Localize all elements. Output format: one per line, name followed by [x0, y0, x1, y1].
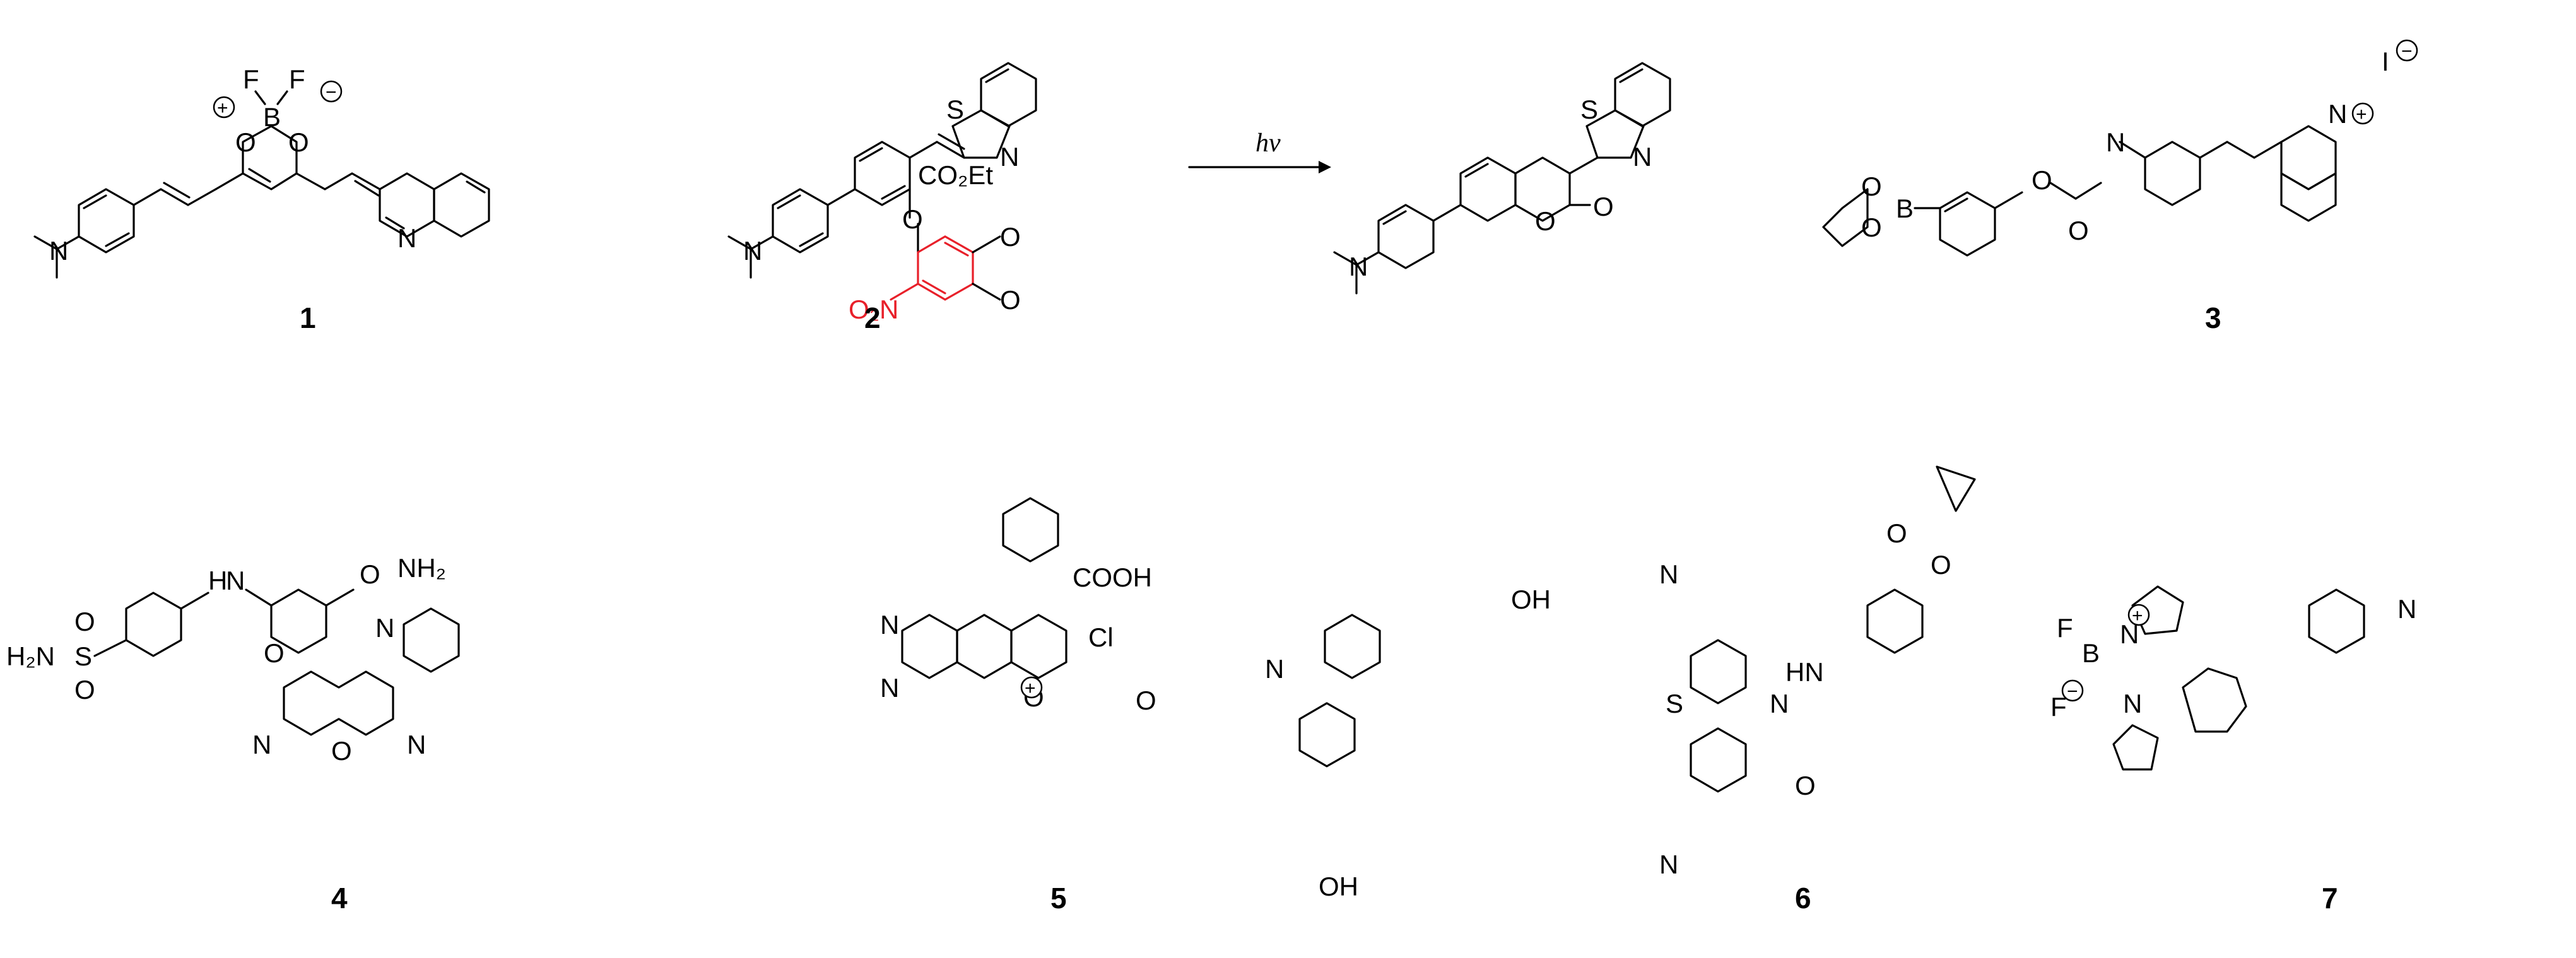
compound-6: N S N N O HN O O 6: [1659, 465, 1976, 914]
atom-n: N: [49, 236, 68, 266]
atom-n: N: [2397, 594, 2416, 624]
atom-n: N: [880, 673, 899, 703]
compound-2: N S N CO₂Et O O O O₂N 2: [727, 62, 1037, 334]
compound-4: H₂N S O O H N O O N NH₂ O N N 4: [6, 553, 460, 914]
amine-group: NH₂: [397, 553, 446, 583]
plus-charge-icon: +: [2127, 604, 2150, 626]
atom-n: N: [252, 730, 271, 759]
atom-n: N: [226, 566, 245, 595]
compound-5: COOH N N O + Cl O N OH OH 5: [880, 497, 1551, 914]
compound-1: N O O B F F + − N: [33, 64, 490, 334]
atom-o: O: [1931, 550, 1951, 580]
atom-n: N: [743, 236, 762, 266]
compound-number: 1: [300, 301, 316, 334]
atom-o: O: [1000, 222, 1021, 252]
svg-text:+: +: [2132, 605, 2143, 626]
atom-s: S: [946, 95, 964, 124]
svg-text:+: +: [1025, 678, 1036, 699]
atom-s: S: [1580, 95, 1598, 124]
reaction-arrow: hv: [1188, 129, 1331, 173]
atom-o: O: [1593, 192, 1614, 221]
atom-f: F: [243, 64, 259, 94]
compound-number: 3: [2205, 301, 2221, 334]
svg-text:+: +: [2356, 104, 2367, 125]
plus-charge-icon: +: [1020, 676, 1043, 699]
svg-text:−: −: [326, 82, 337, 103]
atom-n: N: [2328, 99, 2347, 129]
atom-o: O: [360, 559, 380, 589]
atom-s: S: [1666, 689, 1683, 718]
atom-o: O: [1795, 771, 1816, 800]
atom-o: O: [74, 675, 95, 704]
atom-f: F: [289, 64, 305, 94]
atom-o: O: [1886, 518, 1907, 548]
atom-n: N: [1770, 689, 1789, 718]
hydroxyl-group: OH: [1511, 585, 1551, 614]
nitro-group: O₂N: [849, 295, 898, 324]
atom-o: O: [2068, 216, 2089, 245]
atom-n: N: [1349, 252, 1368, 281]
atom-n: N: [1265, 654, 1284, 684]
svg-text:+: +: [217, 98, 228, 119]
atom-o: O: [2032, 165, 2052, 195]
amine-group: H₂N: [6, 641, 55, 671]
atom-f: F: [2057, 613, 2073, 643]
atom-n: N: [880, 610, 899, 640]
atom-f: F: [2050, 692, 2067, 721]
atom-b: B: [2082, 638, 2100, 668]
hydroxyl-group: OH: [1319, 872, 1358, 901]
amide-nh: H: [208, 566, 227, 595]
atom-o: O: [288, 127, 309, 157]
atom-n: N: [1659, 850, 1678, 879]
atom-b: B: [1896, 194, 1914, 223]
svg-text:−: −: [2401, 41, 2413, 62]
atom-o: O: [331, 736, 352, 766]
atom-s: S: [74, 641, 92, 671]
iodide-ion: I: [2382, 47, 2389, 76]
atom-n: N: [2123, 689, 2142, 718]
atom-o: O: [1136, 686, 1156, 715]
atom-o: O: [1000, 285, 1021, 315]
compound-number: 6: [1795, 882, 1811, 914]
compound-number: 4: [331, 882, 348, 914]
plus-charge-icon: +: [2351, 102, 2374, 125]
compound-number: 7: [2322, 882, 2338, 914]
compound-7: N + B − F F N N 7: [2050, 585, 2416, 914]
atom-o: O: [1861, 213, 1882, 242]
coumarin-product: N O O S N: [1333, 62, 1671, 295]
urea-nh: HN: [1785, 657, 1824, 687]
atom-o: O: [74, 607, 95, 636]
minus-charge-icon: −: [320, 80, 343, 103]
atom-o: O: [902, 204, 923, 234]
atom-b: B: [263, 102, 281, 132]
svg-text:−: −: [2067, 681, 2078, 702]
compound-3: O O B O O N N + I − 3: [1822, 39, 2418, 334]
atom-n: N: [1000, 142, 1019, 172]
hv-label: hv: [1256, 129, 1281, 158]
acid-group: COOH: [1073, 563, 1152, 592]
compound-number: 2: [864, 301, 881, 334]
atom-n: N: [1633, 142, 1652, 172]
atom-n: N: [407, 730, 426, 759]
atom-n: N: [1659, 559, 1678, 589]
ester-group: CO₂Et: [918, 160, 993, 190]
atom-o: O: [235, 127, 256, 157]
compound-number: 5: [1050, 882, 1067, 914]
chlorine-atom: Cl: [1088, 622, 1114, 652]
atom-n: N: [397, 223, 416, 253]
minus-charge-icon: −: [2061, 679, 2084, 702]
plus-charge-icon: +: [213, 96, 235, 119]
minus-charge-icon: −: [2396, 39, 2418, 62]
atom-o: O: [1535, 206, 1556, 236]
atom-o: O: [1861, 172, 1882, 201]
atom-n: N: [375, 613, 394, 643]
